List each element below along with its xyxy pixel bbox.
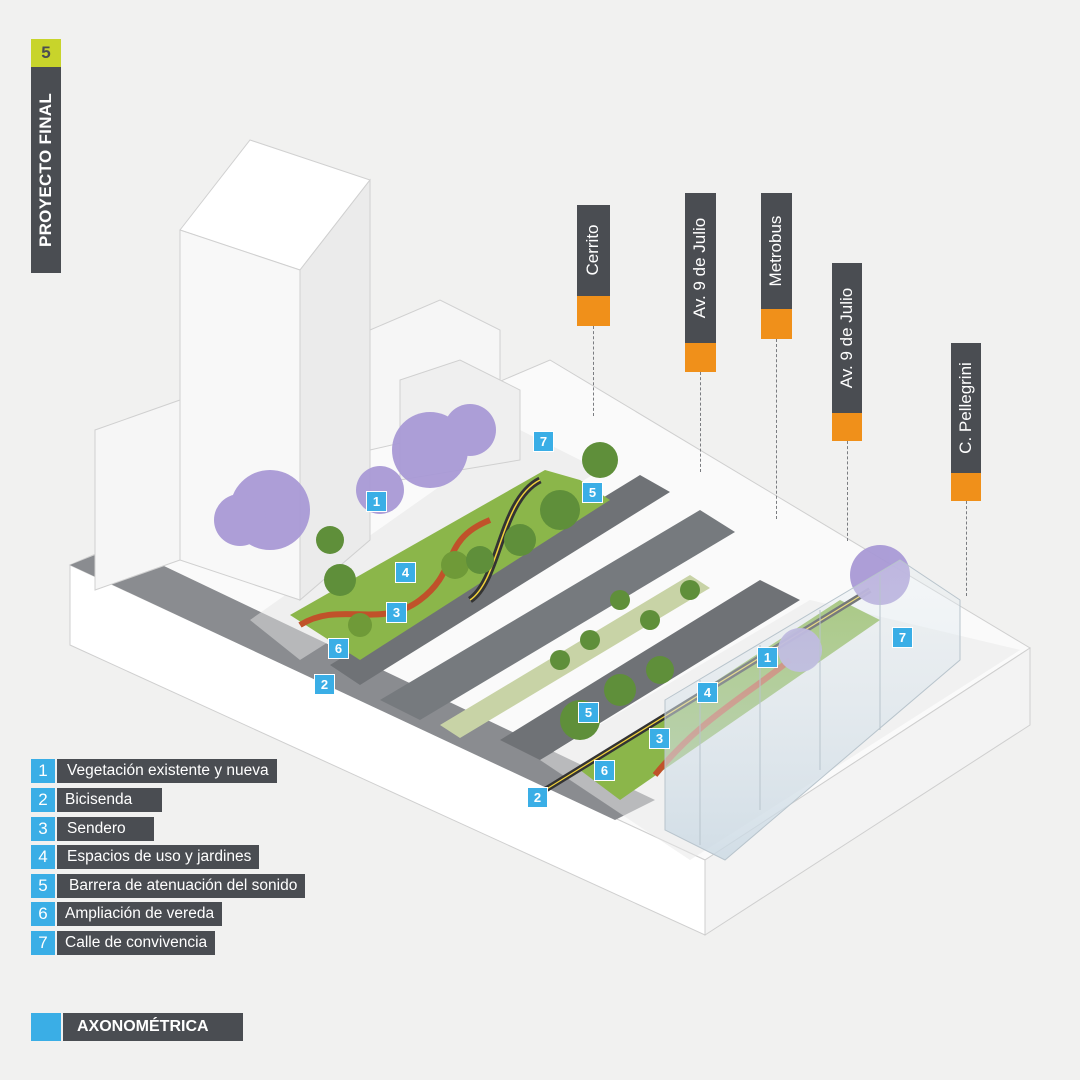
legend-number: 1 xyxy=(31,759,55,783)
legend-item-6: 6 Ampliación de vereda xyxy=(31,902,223,926)
marker-5-left: 5 xyxy=(582,482,603,503)
marker-5-right: 5 xyxy=(578,702,599,723)
street-label-tag xyxy=(685,343,716,372)
marker-3-left: 3 xyxy=(386,602,407,623)
legend-label: Sendero xyxy=(57,817,154,841)
glass-barrier xyxy=(664,559,961,861)
legend-number: 4 xyxy=(31,845,55,869)
leader-line-pellegrini xyxy=(966,501,967,596)
left-park xyxy=(290,470,610,660)
street-label-text: Cerrito xyxy=(583,224,602,276)
street-label-text: C. Pellegrini xyxy=(956,362,975,454)
legend-item-5: 5 Barrera de atenuación del sonido xyxy=(31,874,306,898)
marker-1-left: 1 xyxy=(366,491,387,512)
section-title-bar xyxy=(31,67,61,273)
marker-7-left: 7 xyxy=(533,431,554,452)
street-label-tag xyxy=(761,309,792,339)
legend-item-7: 7 Calle de convivencia xyxy=(31,931,216,955)
footer-accent-square xyxy=(31,1013,61,1041)
legend-number: 3 xyxy=(31,817,55,841)
marker-3-right: 3 xyxy=(649,728,670,749)
marker-6-right: 6 xyxy=(594,760,615,781)
marker-1-right: 1 xyxy=(757,647,778,668)
legend-number: 7 xyxy=(31,931,55,955)
marker-2-left: 2 xyxy=(314,674,335,695)
marker-2-right: 2 xyxy=(527,787,548,808)
footer-label: AXONOMÉTRICA xyxy=(63,1013,243,1041)
legend-item-2: 2 Bicisenda xyxy=(31,788,163,812)
street-label-tag xyxy=(577,296,610,326)
legend-label: Bicisenda xyxy=(57,788,163,812)
marker-7-right: 7 xyxy=(892,627,913,648)
legend-number: 6 xyxy=(31,902,55,926)
legend-label: Calle de convivencia xyxy=(57,931,216,955)
street-label-text: Metrobus xyxy=(766,215,785,287)
marker-4-right: 4 xyxy=(697,682,718,703)
legend-label: Ampliación de vereda xyxy=(57,902,223,926)
legend-label: Vegetación existente y nueva xyxy=(57,759,277,783)
legend-label: Barrera de atenuación del sonido xyxy=(57,874,306,898)
legend-item-3: 3 Sendero xyxy=(31,817,154,841)
marker-6-left: 6 xyxy=(328,638,349,659)
leader-line-9-de-julio-1 xyxy=(700,372,701,472)
marker-4-left: 4 xyxy=(395,562,416,583)
legend-item-4: 4 Espacios de uso y jardines xyxy=(31,845,260,869)
leader-line-cerrito xyxy=(593,326,594,416)
street-label-text: Av. 9 de Julio xyxy=(837,287,856,389)
street-label-text: Av. 9 de Julio xyxy=(690,217,709,319)
legend-item-1: 1 Vegetación existente y nueva xyxy=(31,759,277,783)
leader-line-9-de-julio-2 xyxy=(847,441,848,541)
section-number-badge: 5 xyxy=(31,39,61,67)
green-trees xyxy=(316,442,700,740)
legend-number: 2 xyxy=(31,788,55,812)
street-label-tag xyxy=(832,413,862,441)
leader-line-metrobus xyxy=(776,339,777,519)
legend-number: 5 xyxy=(31,874,55,898)
street-label-tag xyxy=(951,473,981,501)
legend-label: Espacios de uso y jardines xyxy=(57,845,260,869)
